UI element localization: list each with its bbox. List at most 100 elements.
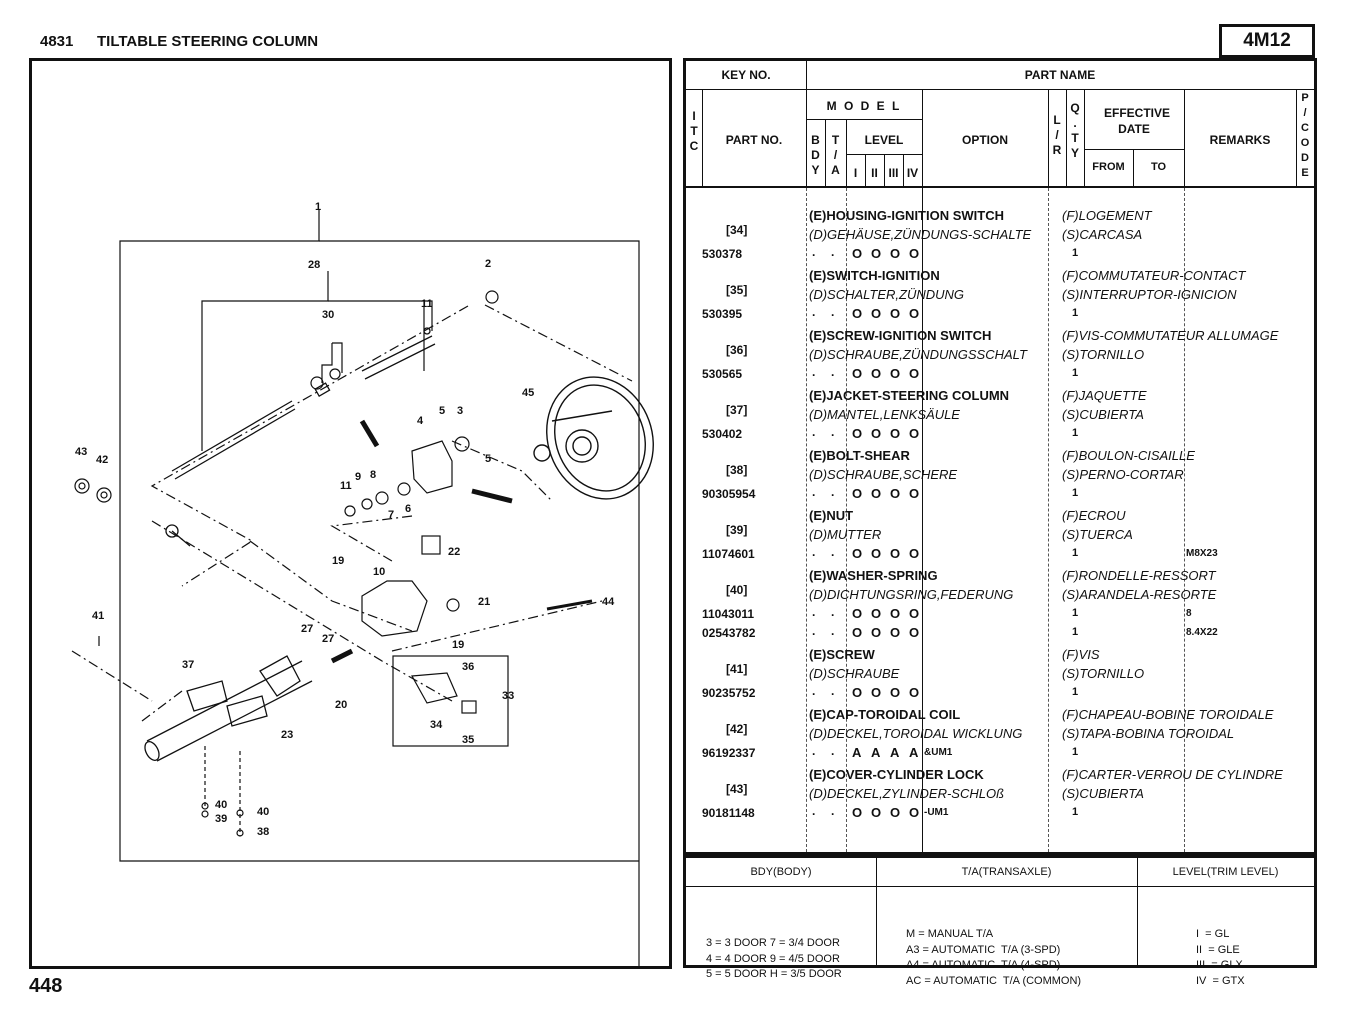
header-level-3: III (888, 166, 899, 180)
level-cell-4: O (909, 306, 920, 321)
ta-cell: . (831, 605, 835, 619)
legend-level-header: LEVEL(TRIM LEVEL) (1172, 866, 1279, 878)
part-number: 530565 (702, 367, 743, 381)
callout-43: 43 (75, 446, 88, 458)
centerline-dashes (71, 304, 633, 722)
callout-1: 1 (315, 201, 322, 213)
bdy-cell: . (812, 245, 816, 259)
part-name-english: (E)CAP-TOROIDAL COIL (809, 707, 961, 722)
part-name-french: (F)VIS (1062, 647, 1100, 662)
part-name-spanish: (S)CUBIERTA (1062, 786, 1144, 801)
level-cell-1: O (852, 246, 863, 261)
level-cell-1: O (852, 625, 863, 640)
callout-5a: 5 (439, 405, 446, 417)
callout-8: 8 (370, 469, 377, 481)
bdy-cell: . (812, 804, 816, 818)
part-name-spanish: (S)CARCASA (1062, 227, 1143, 242)
level-cell-2: O (871, 606, 882, 621)
level-cell-3: A (890, 745, 900, 760)
callout-6: 6 (405, 503, 412, 515)
page-number: 448 (29, 975, 63, 997)
callout-44: 44 (602, 596, 615, 608)
bdy-cell: . (812, 684, 816, 698)
part-name-french: (F)JAQUETTE (1062, 388, 1147, 403)
steering-wheel-part (533, 376, 654, 500)
part-name-spanish: (S)TORNILLO (1062, 347, 1145, 362)
level-cell-2: O (871, 426, 882, 441)
remarks-cell: 8.4X22 (1186, 627, 1218, 638)
exploded-diagram: 1 2 3 4 5 5 6 7 8 9 10 11 11 19 19 20 21… (29, 58, 672, 969)
level-cell-2: O (871, 685, 882, 700)
level-cell-3: O (890, 306, 901, 321)
ta-cell: . (831, 485, 835, 499)
level-cell-2: O (871, 486, 882, 501)
level-cell-4: O (909, 805, 920, 820)
key-number: [37] (726, 403, 748, 417)
part-name-english: (E)HOUSING-IGNITION SWITCH (809, 208, 1004, 223)
bracket-lines (119, 209, 640, 966)
part-name-french: (F)CARTER-VERROU DE CYLINDRE (1062, 767, 1283, 782)
callout-2: 2 (485, 258, 492, 270)
ta-cell: . (831, 624, 835, 638)
part-name-german: (D)SCHRAUBE,ZÜNDUNGSSCHALT (809, 347, 1027, 362)
level-cell-4: O (909, 426, 920, 441)
level-cell-3: O (890, 246, 901, 261)
part-name-english: (E)JACKET-STEERING COLUMN (809, 388, 1010, 403)
level-cell-1: O (852, 546, 863, 561)
ignition-housing-part (361, 535, 593, 747)
part-name-german: (D)DICHTUNGSRING,FEDERUNG (809, 587, 1014, 602)
part-name-spanish: (S)TUERCA (1062, 527, 1133, 542)
callout-23: 23 (281, 729, 294, 741)
key-number: [34] (726, 223, 748, 237)
remarks-cell: M8X23 (1186, 548, 1218, 559)
part-name-spanish: (S)TORNILLO (1062, 666, 1145, 681)
part-number: 11074601 (702, 547, 755, 561)
callout-19b: 19 (452, 639, 465, 651)
key-number: [36] (726, 343, 748, 357)
joint-pieces (74, 290, 499, 503)
qty-cell: 1 (1072, 607, 1079, 619)
part-name-french: (F)LOGEMENT (1062, 208, 1152, 223)
qty-cell: 1 (1072, 746, 1079, 758)
level-cell-2: O (871, 366, 882, 381)
option-cell: &UM1 (924, 747, 953, 758)
qty-cell: 1 (1072, 547, 1079, 559)
steering-shaft-part (171, 327, 436, 480)
fastener-leaders (98, 636, 244, 837)
level-cell-4: O (909, 606, 920, 621)
level-cell-2: O (871, 805, 882, 820)
header-level-4: IV (906, 166, 919, 180)
header-level-2: II (871, 166, 878, 180)
header-option: OPTION (961, 133, 1008, 147)
callout-22: 22 (448, 546, 461, 558)
header-to: TO (1150, 161, 1167, 173)
part-number: 96192337 (702, 746, 756, 760)
part-name-english: (E)BOLT-SHEAR (809, 448, 910, 463)
level-cell-3: O (890, 625, 901, 640)
callout-28: 28 (308, 259, 321, 271)
callout-39: 39 (215, 813, 228, 825)
part-name-spanish: (S)INTERRUPTOR-IGNICION (1062, 287, 1237, 302)
part-name-english: (E)SCREW-IGNITION SWITCH (809, 328, 992, 343)
model-legend: BDY(BODY) T/A(TRANSAXLE) LEVEL(TRIM LEVE… (683, 855, 1317, 987)
callout-38: 38 (257, 826, 270, 838)
part-name-german: (D)DECKEL,TOROIDAL WICKLUNG (809, 726, 1023, 741)
callout-7: 7 (388, 509, 395, 521)
level-cell-4: O (909, 625, 920, 640)
qty-cell: 1 (1072, 427, 1079, 439)
level-cell-1: O (852, 805, 863, 820)
part-name-french: (F)BOULON-CISAILLE (1062, 448, 1195, 463)
level-cell-1: O (852, 366, 863, 381)
bdy-cell: . (812, 624, 816, 638)
qty-cell: 1 (1072, 626, 1079, 638)
remarks-cell: 8 (1186, 608, 1192, 619)
callout-27b: 27 (322, 633, 335, 645)
callout-3: 3 (457, 405, 464, 417)
ta-cell: . (831, 744, 835, 758)
legend-body-header: BDY(BODY) (750, 866, 812, 878)
